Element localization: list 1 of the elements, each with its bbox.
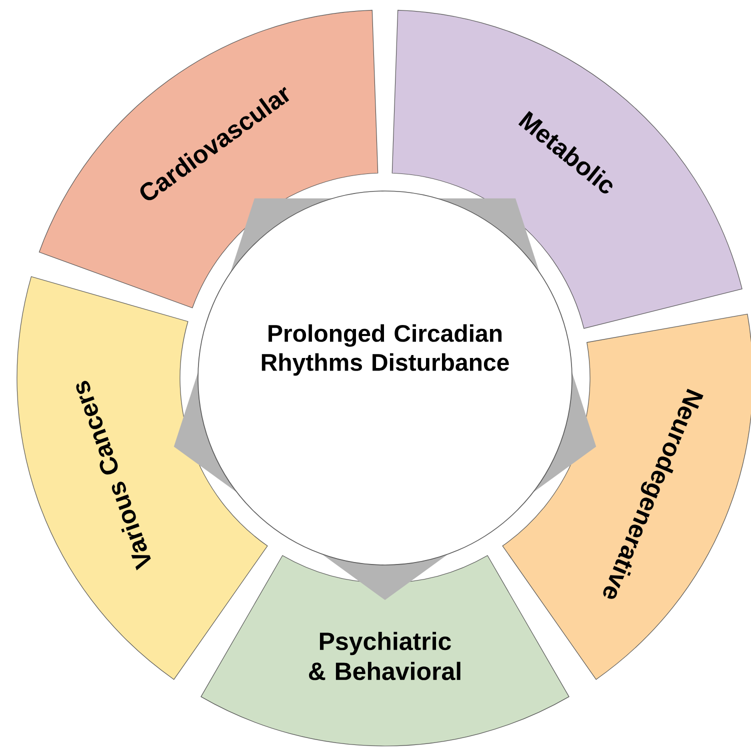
ring-segment: Psychiatric & Behavioral: [200, 555, 570, 746]
